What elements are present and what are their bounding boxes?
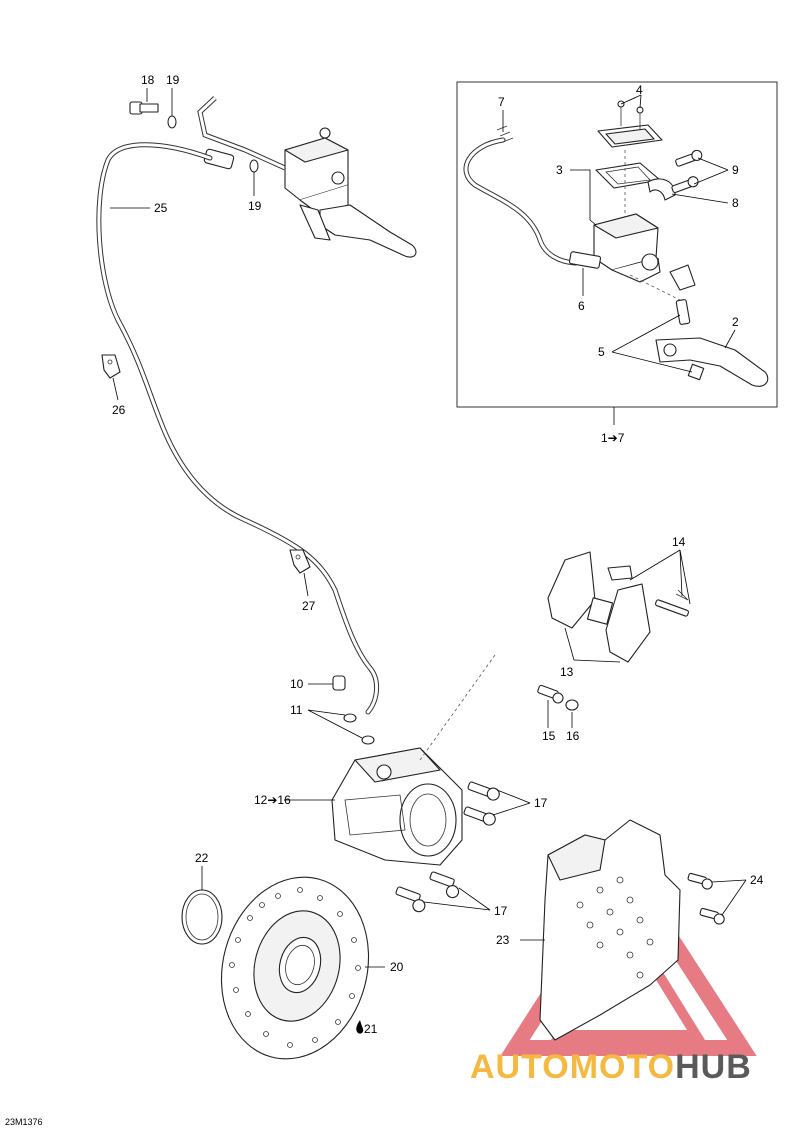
reservoir-diaphragm (595, 162, 661, 189)
callout-14: 14 (672, 535, 686, 549)
watermark-brand-text: AUTOMOTOHUB (470, 1048, 752, 1087)
callout-25: 25 (154, 201, 168, 215)
callout-labels: 18 19 19 25 26 27 10 11 12➔16 17 17 13 1… (112, 73, 764, 1036)
callout-10: 10 (290, 677, 304, 691)
callout-19: 19 (248, 199, 262, 213)
guard-screws (687, 872, 725, 925)
hose-clip (289, 549, 311, 574)
lever-pivot-pin (675, 299, 705, 381)
master-cylinder-body (568, 213, 661, 283)
callout-16: 16 (566, 729, 580, 743)
watermark-part2: MOTO (569, 1048, 676, 1086)
callout-22: 22 (195, 851, 209, 865)
callout-26: 26 (112, 403, 126, 417)
brake-disc (220, 876, 370, 1060)
callout-17: 17 (534, 796, 548, 810)
sealing-washers (167, 115, 259, 173)
callout-23: 23 (496, 933, 510, 947)
callout-11: 11 (290, 703, 303, 717)
callout-12-16: 12➔16 (254, 793, 291, 807)
callout-1-7: 1➔7 (601, 431, 625, 445)
leader-lines (110, 88, 747, 968)
callout-20: 20 (390, 960, 404, 974)
bleeder-cap (565, 699, 579, 711)
brake-pads (547, 551, 651, 663)
pad-pin (655, 589, 689, 617)
callout-24: 24 (750, 873, 764, 887)
callout-6: 6 (578, 299, 585, 313)
callout-3: 3 (556, 163, 563, 177)
callout-18: 18 (141, 73, 155, 87)
bleeder-valve (537, 684, 564, 704)
callout-8: 8 (732, 196, 739, 210)
callout-15: 15 (542, 729, 556, 743)
callout-17: 17 (494, 904, 508, 918)
main-brake-line-top (197, 96, 287, 171)
master-cylinder-detail-box (456, 81, 778, 425)
brake-caliper (331, 747, 463, 866)
drawing-code: 23M1376 (5, 1117, 43, 1127)
callout-27: 27 (302, 599, 316, 613)
caliper-bolts (395, 781, 500, 913)
callout-5: 5 (598, 345, 605, 359)
watermark-part3: HUB (675, 1048, 752, 1086)
caliper-banjo-bolt (332, 675, 375, 745)
watermark-part1: AUTO (470, 1048, 570, 1086)
callout-9: 9 (732, 163, 739, 177)
brake-hose (96, 142, 379, 715)
brake-light-switch-cable (463, 125, 578, 266)
clamp-screws (671, 149, 703, 194)
banjo-bolt (129, 101, 159, 115)
o-ring (181, 889, 223, 945)
pushrod-boot (669, 264, 696, 291)
hose-clip (101, 354, 121, 379)
brake-lever (655, 337, 769, 387)
disc-guard (539, 819, 681, 1041)
handlebar-clamp (647, 178, 676, 201)
callout-7: 7 (498, 95, 505, 109)
reservoir-cap (597, 100, 663, 148)
callout-19: 19 (166, 73, 180, 87)
main-master-cylinder (284, 127, 417, 258)
callout-2: 2 (732, 315, 739, 329)
callout-21: 21 (364, 1022, 378, 1036)
fluid-drop-icon (356, 1020, 364, 1034)
callout-13: 13 (560, 665, 574, 679)
callout-4: 4 (636, 83, 643, 97)
